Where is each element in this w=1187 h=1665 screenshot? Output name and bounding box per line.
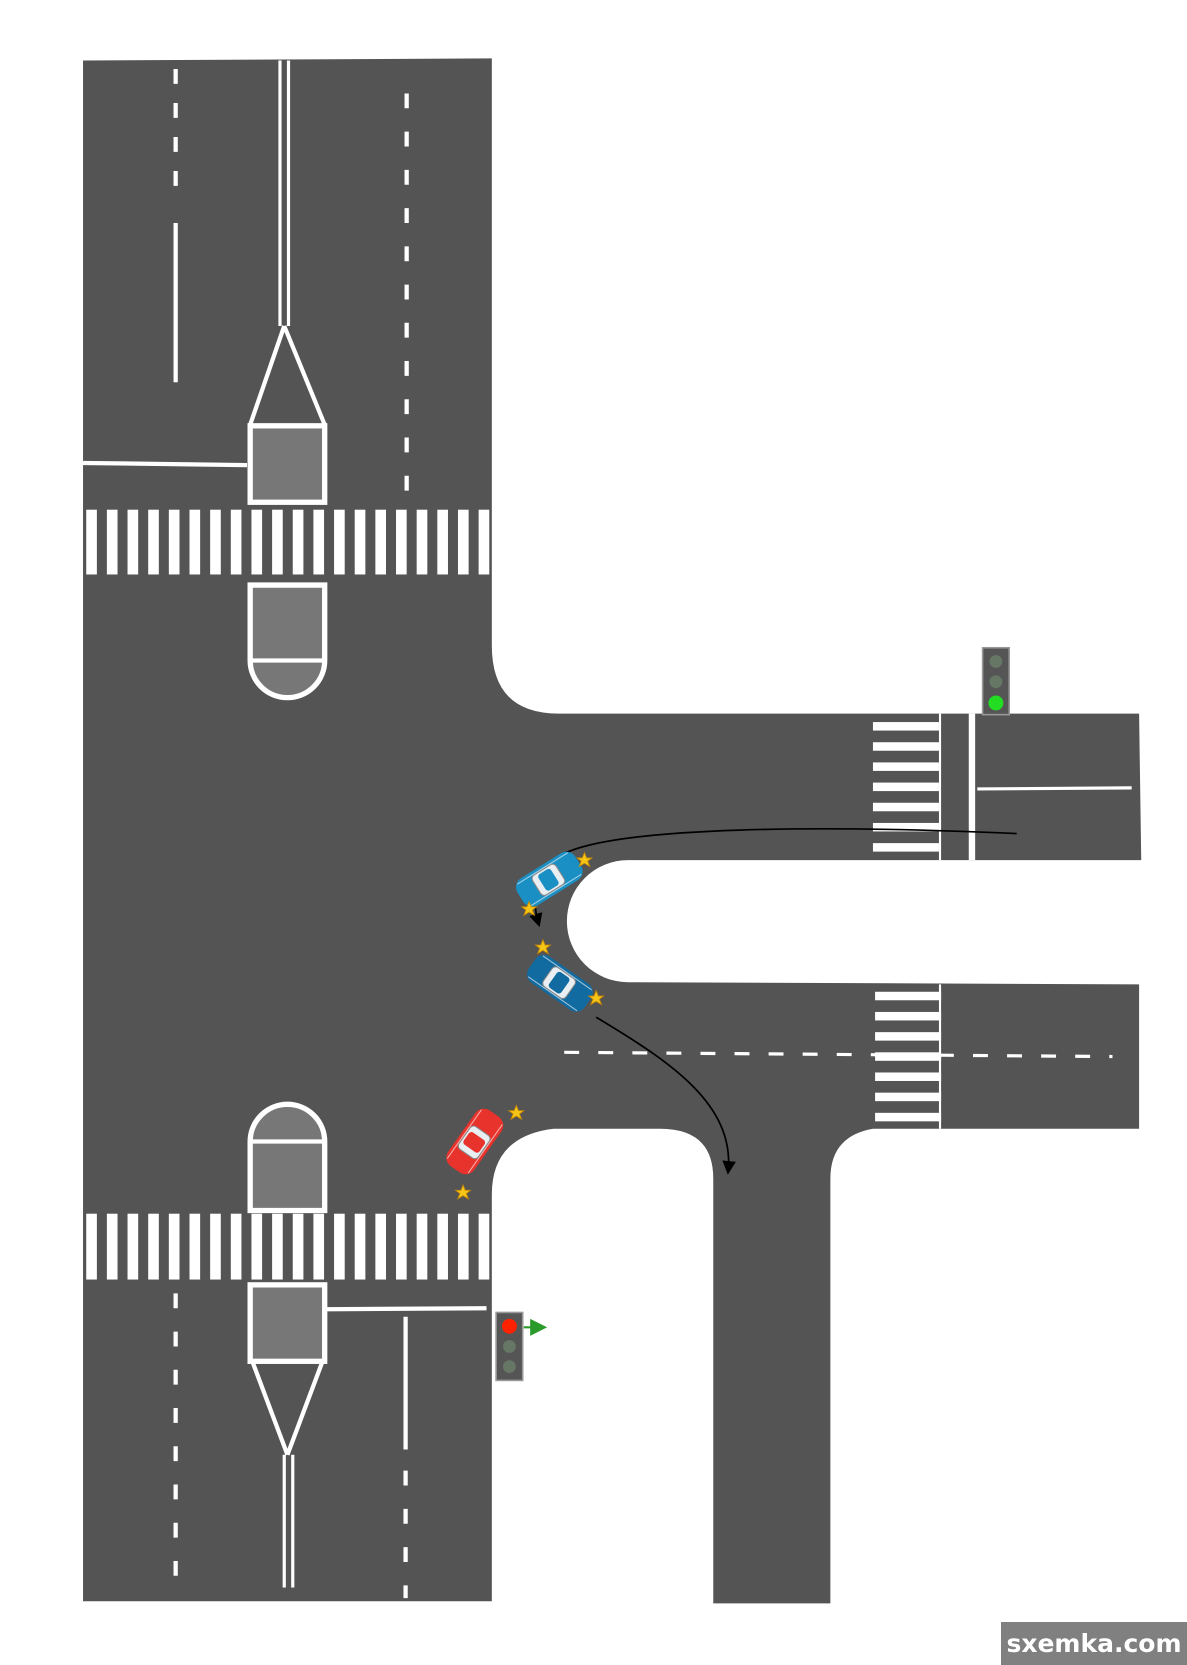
crosswalk-stripe <box>875 1011 942 1021</box>
crosswalk-stripe <box>872 843 939 852</box>
crosswalk-stripe <box>396 509 407 575</box>
crosswalk-stripe <box>872 742 939 751</box>
crosswalk-stripe <box>168 509 180 575</box>
traffic-light-south <box>495 1311 548 1382</box>
crosswalk-stripe <box>875 1072 942 1081</box>
refuge-islands <box>247 423 328 1364</box>
crosswalk-stripe <box>230 509 242 575</box>
crosswalk-stripe <box>875 991 942 1001</box>
crosswalk-stripe <box>416 509 428 575</box>
crosswalk-stripe <box>292 509 304 575</box>
road-markings <box>83 60 1132 1599</box>
crosswalk-stripe <box>334 509 345 575</box>
crosswalk-stripe <box>478 1213 490 1280</box>
crosswalk-stripe <box>478 509 490 575</box>
crosswalk-stripe <box>354 509 366 575</box>
crosswalk-stripe <box>292 1213 304 1280</box>
crosswalk-stripe <box>875 1032 942 1041</box>
crosswalk-stripe <box>375 509 387 575</box>
asphalt <box>83 58 1142 1604</box>
crosswalk-stripe <box>210 509 221 575</box>
crosswalk-stripe <box>457 509 469 575</box>
red-light-icon <box>501 1318 517 1334</box>
crosswalk-stripe <box>86 1213 97 1280</box>
crosswalk-stripe <box>875 1112 942 1122</box>
crosswalk-stripe <box>875 1052 942 1061</box>
crosswalk-stripe <box>272 509 283 575</box>
crosswalks <box>86 509 942 1280</box>
crosswalk-stripe <box>872 722 939 731</box>
crosswalk-stripe <box>251 1213 263 1280</box>
crosswalk-stripe <box>437 509 448 575</box>
crosswalk-stripe <box>272 1213 283 1280</box>
crosswalk-stripe <box>189 1213 201 1280</box>
crosswalk-stripe <box>313 509 325 575</box>
crosswalk-stripe <box>106 509 118 575</box>
crosswalk-stripe <box>148 509 159 575</box>
refuge-island <box>247 1101 328 1214</box>
crosswalk-stripe <box>872 802 939 812</box>
crosswalk-stripe <box>86 509 97 575</box>
crosswalk-stripe <box>189 509 201 575</box>
crosswalk-stripe <box>230 1213 242 1280</box>
crosswalk-stripe <box>375 1213 387 1280</box>
crosswalk-stripe <box>106 1213 118 1280</box>
crosswalk-stripe <box>127 1213 139 1280</box>
crosswalk-stripe <box>875 1092 942 1102</box>
crosswalk-stripe <box>148 1213 159 1280</box>
traffic-light-east <box>981 646 1011 716</box>
crosswalk-stripe <box>127 509 139 575</box>
crosswalk-stripe <box>210 1213 221 1280</box>
refuge-island <box>247 423 328 505</box>
watermark: sxemka.com <box>1001 1622 1187 1665</box>
crosswalk-stripe <box>334 1213 345 1280</box>
crosswalk-stripe <box>251 509 263 575</box>
crosswalk-stripe <box>416 1213 428 1280</box>
refuge-island <box>247 582 328 701</box>
crosswalk-stripe <box>168 1213 180 1280</box>
crosswalk-stripe <box>872 762 939 771</box>
trajectory-arrow-right-turn <box>595 1016 736 1175</box>
crosswalk-stripe <box>354 1213 366 1280</box>
green-light-icon <box>988 695 1004 711</box>
crosswalk-stripe <box>457 1213 469 1280</box>
crosswalk-stripe <box>872 822 939 832</box>
crosswalk-stripe <box>437 1213 448 1280</box>
refuge-island <box>247 1282 328 1364</box>
crosswalk-stripe <box>313 1213 325 1280</box>
crosswalk-stripe <box>396 1213 407 1280</box>
crosswalk-stripe <box>872 782 939 792</box>
